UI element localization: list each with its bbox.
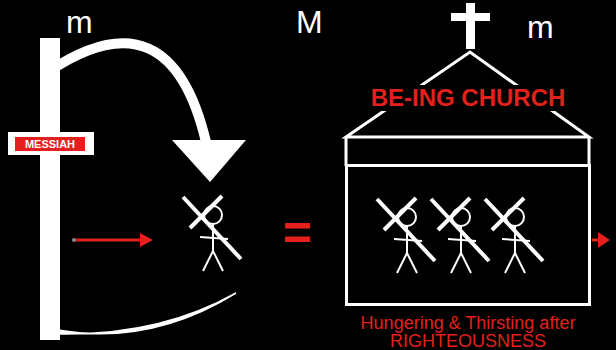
arrow-head: [598, 232, 610, 248]
arrow-head: [172, 140, 246, 182]
church-cross: [466, 3, 475, 49]
letter-label: M: [296, 6, 323, 38]
curved-arrow: [48, 43, 206, 142]
label-box: MESSIAH: [14, 136, 86, 152]
arrow-head: [140, 233, 153, 247]
cross-beam: [8, 132, 94, 155]
arrow-dot: [72, 238, 76, 242]
curved-line: [58, 293, 236, 334]
equals-sign: =: [283, 208, 312, 258]
node-title: BE-ING CHURCH: [369, 85, 568, 111]
church-wall: [588, 137, 591, 166]
church-cross: [451, 13, 490, 21]
stick-figure: [431, 198, 489, 273]
node-caption: Hungering & Thirsting after RIGHTEOUSNES…: [357, 314, 579, 350]
letter-label: m: [527, 11, 554, 43]
cross-post: [40, 38, 60, 340]
church-roof: [346, 52, 589, 137]
church-wall: [345, 137, 348, 166]
letter-label: m: [66, 6, 93, 38]
stick-figure: [377, 198, 435, 273]
church-box: BE-ING CHURCHHungering & Thirsting after…: [345, 164, 591, 306]
stick-figure: [183, 196, 241, 271]
node-title: MESSIAH: [25, 138, 75, 150]
stick-figure: [485, 198, 543, 273]
red-arrow: [76, 239, 142, 242]
